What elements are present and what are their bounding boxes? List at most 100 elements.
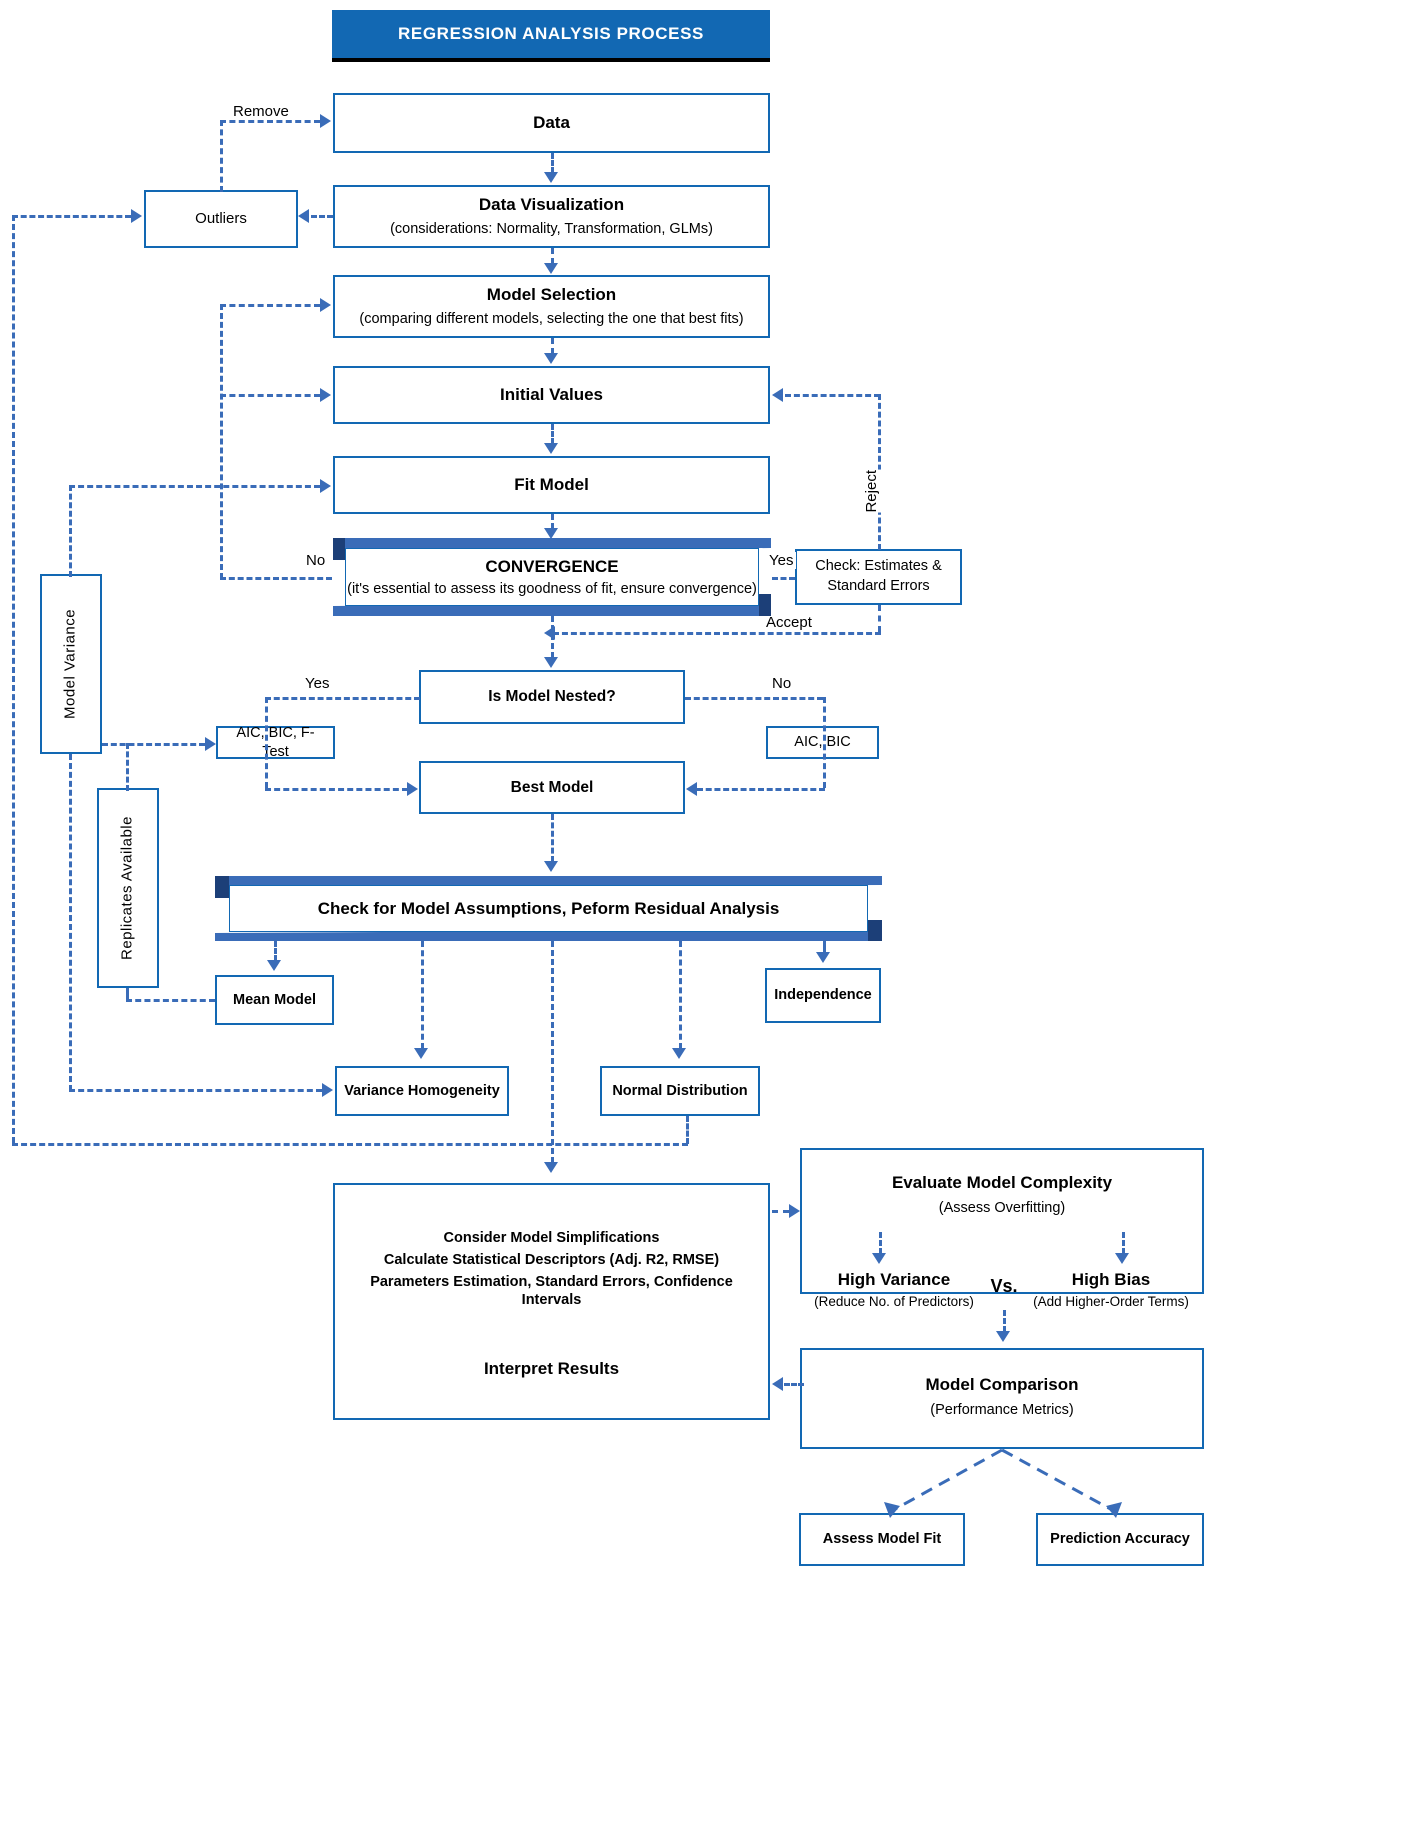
edge-leftrail-vertical [12, 215, 15, 1143]
edge-data-to-dataviz [551, 153, 554, 173]
edge-aicbic-to-bestmodel [697, 788, 825, 791]
node-is-model-nested[interactable]: Is Model Nested? [419, 670, 685, 724]
edge-dataviz-to-modelsel-arrow [544, 263, 558, 274]
node-mean-model-title: Mean Model [233, 991, 316, 1008]
page-title: REGRESSION ANALYSIS PROCESS [332, 10, 770, 62]
node-model-selection-subtitle: (comparing different models, selecting t… [359, 310, 744, 327]
node-aic-bic-ftest-title: AIC, BIC, F-Test [236, 725, 315, 760]
interpret-line-3: Parameters Estimation, Standard Errors, … [370, 1274, 733, 1309]
node-check-estimates-subtitle: Standard Errors [827, 578, 930, 594]
edge-modelvariance-up [69, 485, 72, 577]
edge-remove-to-data [220, 120, 320, 123]
node-model-comparison[interactable]: Model Comparison (Performance Metrics) [800, 1348, 1204, 1449]
edge-assumptions-to-meanmodel [274, 941, 277, 961]
edge-modelsel-to-initial-arrow [544, 353, 558, 364]
node-initial-values[interactable]: Initial Values [333, 366, 770, 424]
node-evaluate-complexity[interactable]: Evaluate Model Complexity (Assess Overfi… [800, 1148, 1204, 1294]
node-independence[interactable]: Independence [765, 968, 881, 1023]
edge-nested-no [685, 697, 823, 700]
edge-no-to-initial-arrow [320, 388, 331, 402]
convergence-ribbon-shape [333, 538, 771, 616]
node-aic-bic-ftest[interactable]: AIC, BIC, F-Test [216, 725, 335, 760]
node-data[interactable]: Data [333, 93, 770, 153]
edge-evaluate-to-highvariance [879, 1232, 882, 1254]
node-high-bias[interactable]: High Bias (Add Higher-Order Terms) [1018, 1270, 1204, 1309]
edge-replicates-down [126, 988, 129, 1000]
edge-no-to-modelsel-arrow [320, 298, 331, 312]
edge-convergence-yes [772, 577, 795, 580]
edge-evaluate-to-highvariance-arrow [872, 1253, 886, 1264]
edge-evaluate-to-highbias-arrow [1115, 1253, 1129, 1264]
node-fit-model[interactable]: Fit Model [333, 456, 770, 514]
edge-replicates-to-meanmodel [126, 999, 215, 1002]
edge-outliers-up [220, 120, 223, 192]
node-variance-homogeneity-title: Variance Homogeneity [344, 1082, 500, 1099]
edge-modelsel-to-initial [551, 338, 554, 354]
node-normal-distribution[interactable]: Normal Distribution [600, 1066, 760, 1116]
edge-comparison-branches [884, 1448, 1122, 1518]
node-mean-model[interactable]: Mean Model [215, 975, 334, 1025]
node-convergence[interactable]: CONVERGENCE (it's essential to assess it… [333, 538, 771, 616]
edge-dataviz-to-modelsel [551, 248, 554, 264]
node-convergence-title: CONVERGENCE [485, 557, 619, 576]
node-variance-homogeneity[interactable]: Variance Homogeneity [335, 1066, 509, 1116]
node-high-variance-title: High Variance [837, 1270, 951, 1289]
edge-label-yes-convergence: Yes [766, 552, 797, 569]
edge-label-no-convergence: No [303, 552, 329, 569]
edge-remove-to-data-arrow [320, 114, 331, 128]
node-high-variance[interactable]: High Variance (Reduce No. of Predictors) [802, 1270, 986, 1309]
node-versus: Vs. [983, 1276, 1025, 1297]
edge-nested-yes-down [265, 697, 268, 788]
edge-evaluate-to-highbias [1122, 1232, 1125, 1254]
node-data-visualization[interactable]: Data Visualization (considerations: Norm… [333, 185, 770, 248]
node-model-selection[interactable]: Model Selection (comparing different mod… [333, 275, 770, 338]
page-title-text: REGRESSION ANALYSIS PROCESS [398, 24, 704, 43]
node-best-model-title: Best Model [510, 778, 594, 796]
edge-accept-vertical [878, 605, 881, 632]
edge-convergence-no-vertical [220, 304, 223, 579]
node-model-comparison-subtitle: (Performance Metrics) [930, 1402, 1074, 1419]
edge-normal-down [686, 1116, 689, 1144]
node-aic-bic[interactable]: AIC, BIC [766, 726, 879, 759]
edge-accept-arrow [544, 626, 555, 640]
node-model-variance[interactable]: Model Variance [40, 574, 102, 754]
node-interpret-results[interactable]: Consider Model Simplifications Calculate… [333, 1183, 770, 1420]
edge-initial-to-fit-arrow [544, 443, 558, 454]
edge-modelvariance-to-fit-arrow [320, 479, 331, 493]
node-versus-label: Vs. [990, 1276, 1018, 1296]
edge-leftrail-bottom [12, 1143, 688, 1146]
node-normal-distribution-title: Normal Distribution [612, 1082, 748, 1099]
edge-fit-to-convergence [551, 514, 554, 529]
assumptions-inner: Check for Model Assumptions, Peform Resi… [229, 885, 868, 932]
edge-no-to-initial [220, 394, 320, 397]
edge-vs-to-comparison-arrow [996, 1331, 1010, 1342]
edge-assumptions-to-independence [823, 941, 826, 953]
edge-data-to-dataviz-arrow [544, 172, 558, 183]
edge-modelvariance-to-varhom [69, 1089, 322, 1092]
interpret-line-4: Interpret Results [483, 1358, 620, 1378]
edge-reject-to-initial-arrow [772, 388, 783, 402]
node-high-bias-title: High Bias [1071, 1270, 1151, 1289]
node-data-visualization-subtitle: (considerations: Normality, Transformati… [390, 220, 713, 237]
edge-assumptions-center-down-arrow [544, 1162, 558, 1173]
node-prediction-accuracy[interactable]: Prediction Accuracy [1036, 1513, 1204, 1566]
edge-dataviz-to-outliers-arrow [298, 209, 309, 223]
edge-bestmodel-to-assumptions [551, 814, 554, 862]
node-replicates-available[interactable]: Replicates Available [97, 788, 159, 988]
edge-label-yes-nested: Yes [302, 675, 333, 692]
node-prediction-accuracy-title: Prediction Accuracy [1050, 1531, 1190, 1548]
bias-variance-row: High Variance (Reduce No. of Predictors)… [800, 1270, 1204, 1346]
edge-ftest-to-bestmodel [265, 788, 408, 791]
node-check-estimates[interactable]: Check: Estimates & Standard Errors [795, 549, 962, 605]
edge-replicates-up [126, 743, 129, 791]
edge-accept-horizontal [553, 632, 881, 635]
node-independence-title: Independence [774, 987, 872, 1004]
edge-nested-no-down [823, 697, 826, 788]
node-outliers[interactable]: Outliers [144, 190, 298, 248]
node-best-model[interactable]: Best Model [419, 761, 685, 814]
convergence-inner: CONVERGENCE (it's essential to assess it… [345, 548, 759, 606]
node-replicates-available-title: Replicates Available [118, 816, 136, 960]
edge-interpret-to-evaluate-arrow [789, 1204, 800, 1218]
node-assess-model-fit[interactable]: Assess Model Fit [799, 1513, 965, 1566]
node-model-assumptions[interactable]: Check for Model Assumptions, Peform Resi… [215, 876, 882, 941]
